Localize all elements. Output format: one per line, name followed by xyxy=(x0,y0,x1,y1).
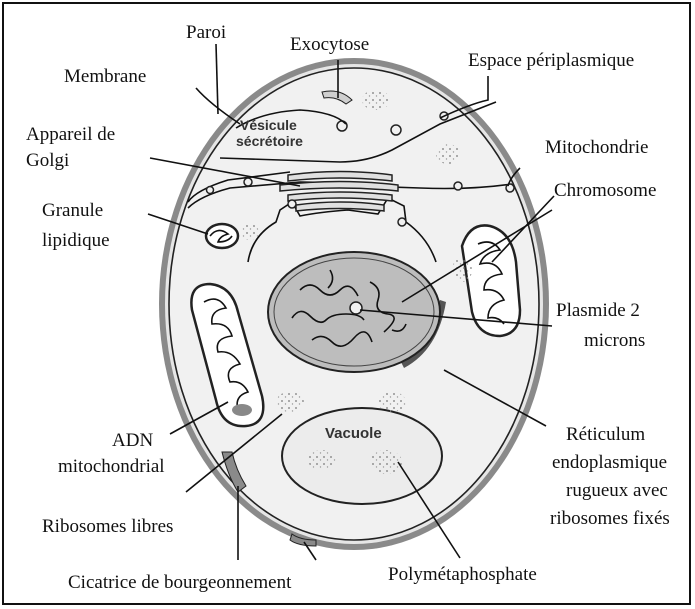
label-cicatrice: Cicatrice de bourgeonnement xyxy=(68,572,292,593)
label-chromosome: Chromosome xyxy=(554,180,656,201)
secretory-vesicle-label-2: sécrétoire xyxy=(236,133,303,149)
label-reticulum-2: endoplasmique xyxy=(552,452,667,473)
vacuole-label: Vacuole xyxy=(325,425,382,442)
secretory-vesicle-label-1: Vésicule xyxy=(240,117,297,133)
label-appareil-golgi-2: Golgi xyxy=(26,150,69,171)
label-exocytose: Exocytose xyxy=(290,34,369,55)
label-reticulum-4: ribosomes fixés xyxy=(550,508,670,529)
label-ribosomes-libres: Ribosomes libres xyxy=(42,516,173,537)
label-plasmide-2: microns xyxy=(584,330,645,351)
label-reticulum-1: Réticulum xyxy=(566,424,645,445)
vacuole xyxy=(282,408,442,504)
label-granule-1: Granule xyxy=(42,200,103,221)
plasmid xyxy=(350,302,362,314)
label-plasmide-1: Plasmide 2 xyxy=(556,300,640,321)
label-appareil-golgi-1: Appareil de xyxy=(26,124,115,145)
label-reticulum-3: rugueux avec xyxy=(566,480,668,501)
label-polymetaphosphate: Polymétaphosphate xyxy=(388,564,537,585)
label-adn-1: ADN xyxy=(112,430,153,451)
lipid-granule xyxy=(206,224,238,248)
label-paroi: Paroi xyxy=(186,22,226,43)
label-adn-2: mitochondrial xyxy=(58,456,165,477)
label-mitochondrie: Mitochondrie xyxy=(545,137,648,158)
label-espace-periplasmique: Espace périplasmique xyxy=(468,50,634,71)
label-granule-2: lipidique xyxy=(42,230,110,251)
label-membrane: Membrane xyxy=(64,66,146,87)
